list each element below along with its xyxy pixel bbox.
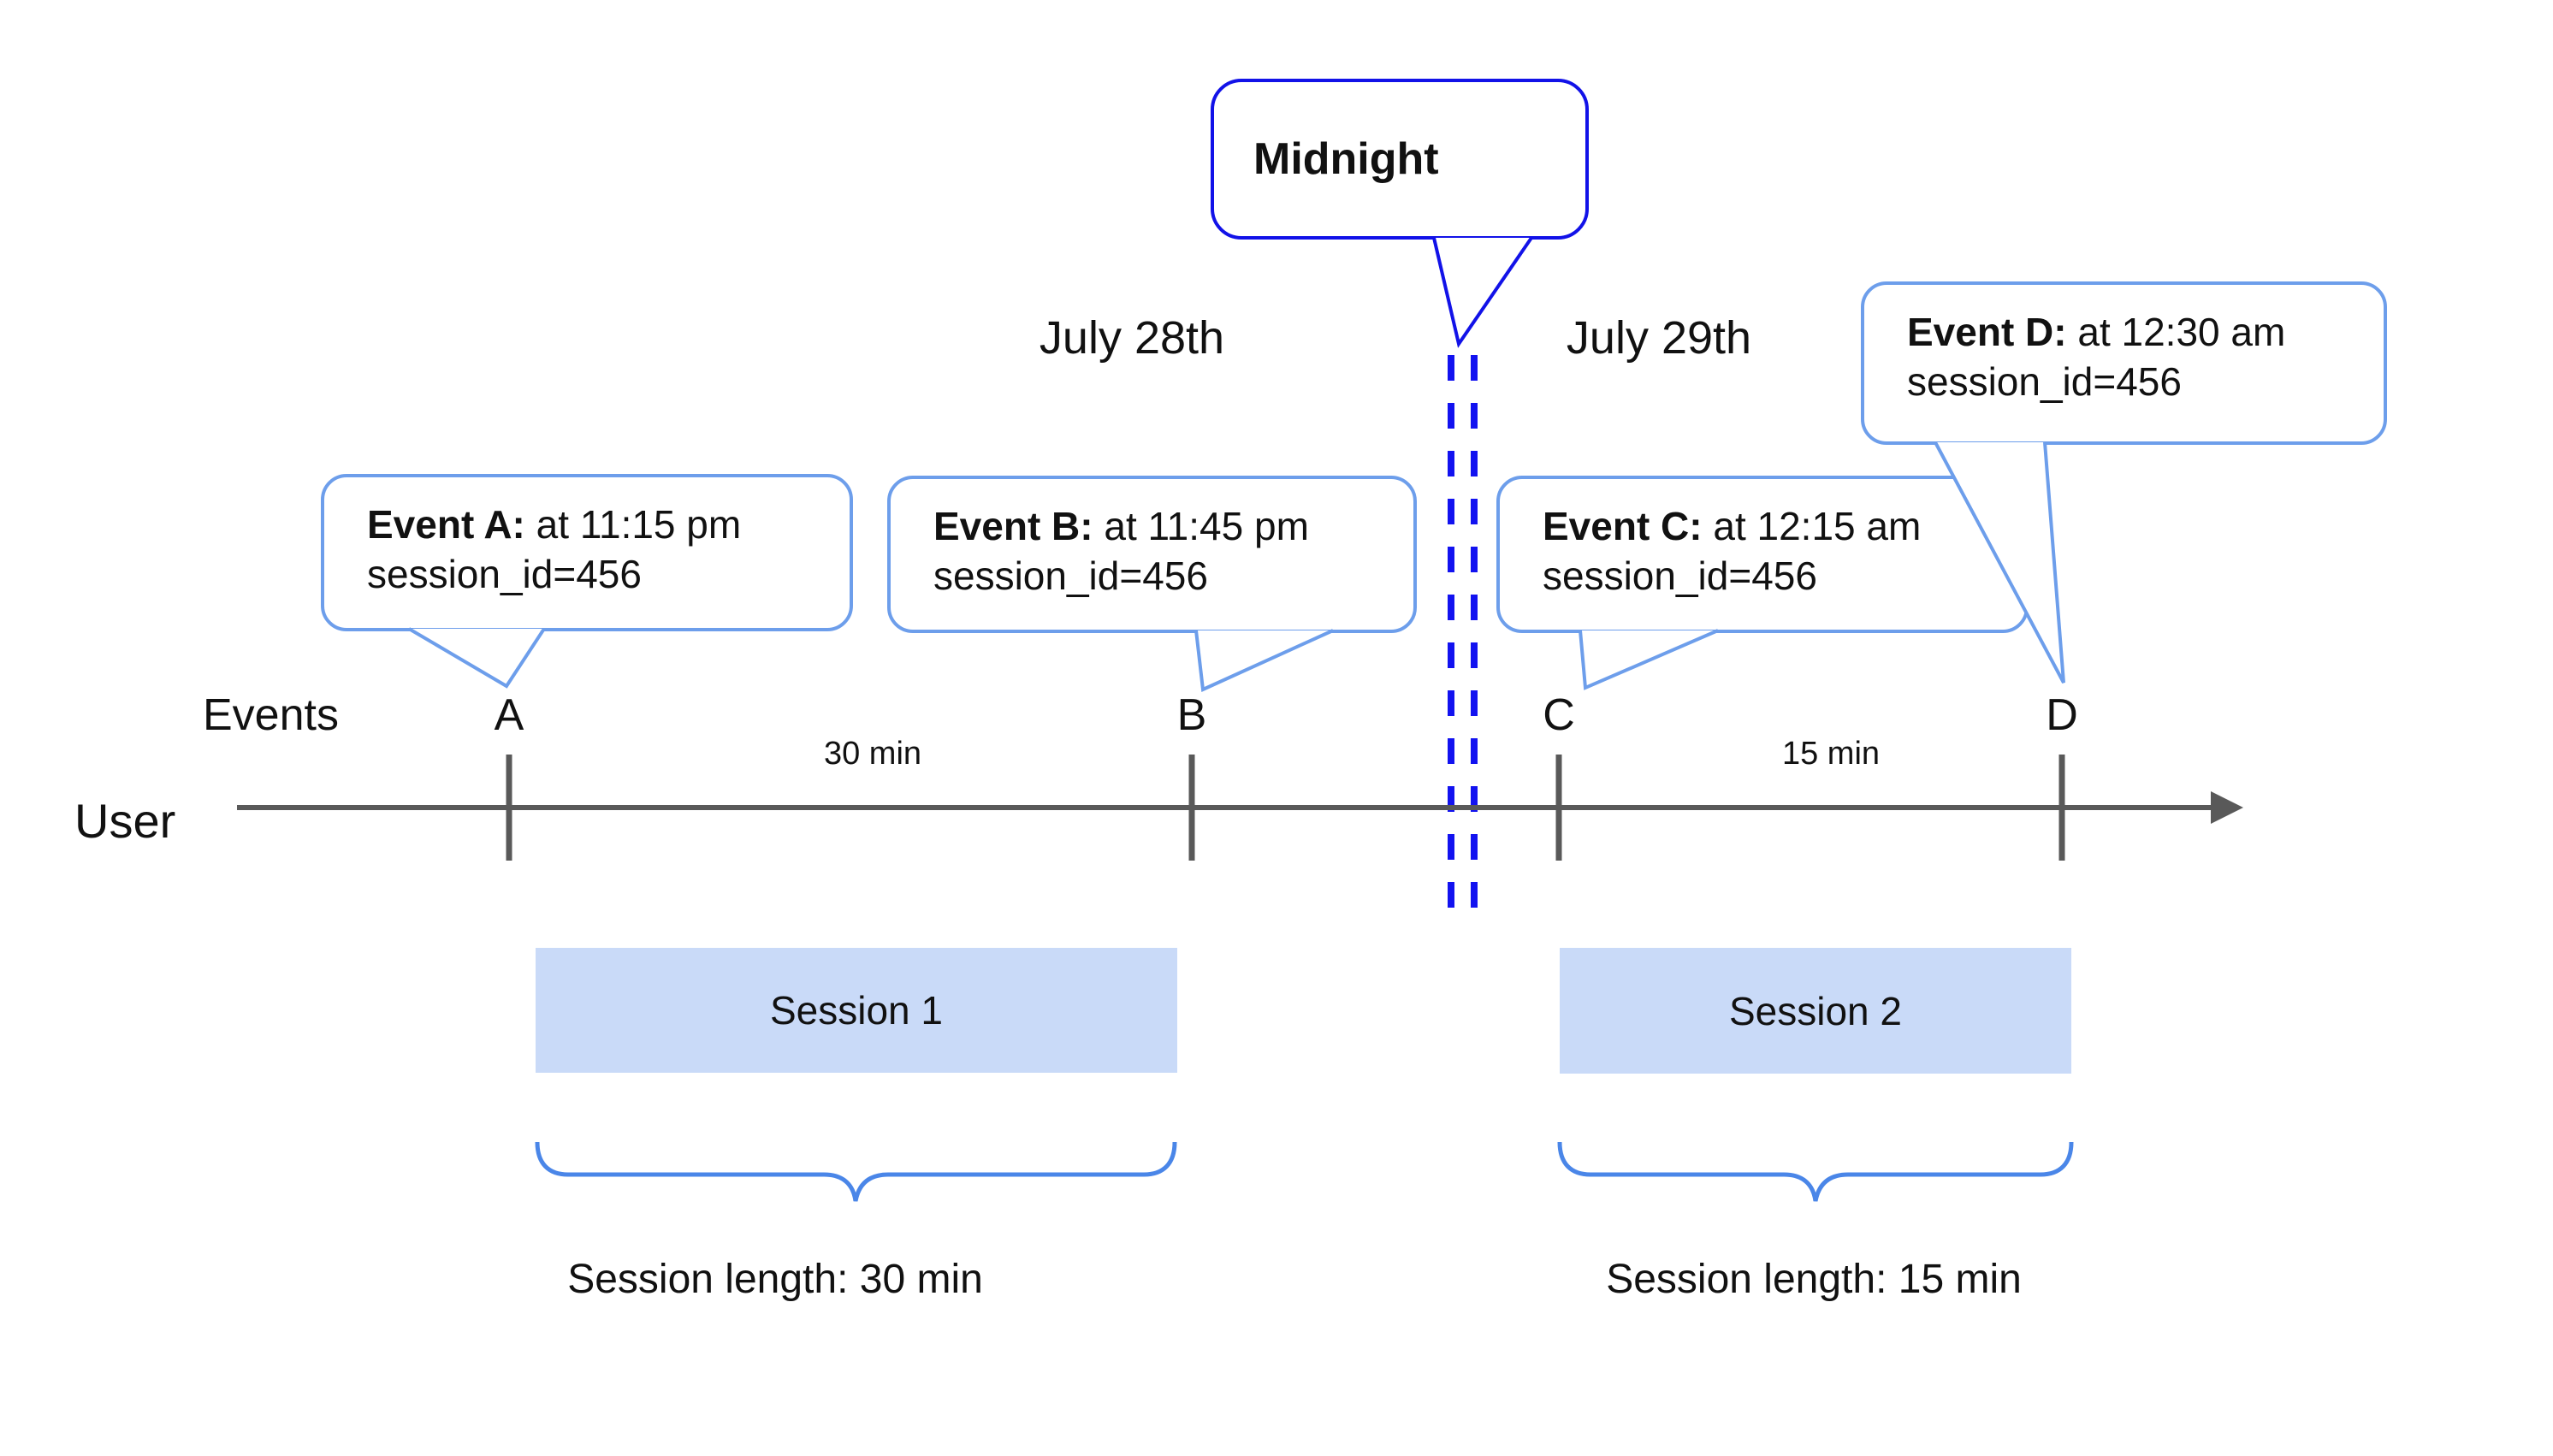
tick-label-a: A — [494, 690, 524, 740]
session-2-box: Session 2 — [1560, 948, 2071, 1074]
midnight-callout: Midnight — [1211, 79, 1589, 240]
event-c-callout: Event C: at 12:15 am session_id=456 — [1496, 476, 2029, 633]
event-c-line2: session_id=456 — [1543, 553, 1817, 598]
events-row-label: Events — [203, 690, 339, 740]
event-b-line1: Event B: at 11:45 pm — [933, 504, 1309, 548]
event-a-line1: Event A: at 11:15 pm — [367, 502, 742, 547]
event-b-callout: Event B: at 11:45 pm session_id=456 — [887, 476, 1417, 633]
event-d-callout: Event D: at 12:30 am session_id=456 — [1861, 281, 2387, 445]
event-a-line2: session_id=456 — [367, 552, 642, 596]
event-d-line1: Event D: at 12:30 am — [1907, 310, 2286, 354]
user-row-label: User — [74, 794, 176, 848]
tick-label-c: C — [1543, 690, 1575, 740]
tick-label-d: D — [2046, 690, 2078, 740]
session-2-label: Session 2 — [1728, 988, 1902, 1033]
event-b-tail — [1194, 629, 1334, 692]
session-1-box: Session 1 — [536, 948, 1177, 1073]
timeline-arrowhead — [2211, 791, 2243, 824]
session-1-label: Session 1 — [769, 988, 943, 1033]
date-label-july-29: July 29th — [1566, 312, 1752, 364]
session-2-length-label: Session length: 15 min — [1606, 1257, 2022, 1302]
event-a-callout: Event A: at 11:15 pm session_id=456 — [321, 474, 853, 631]
session-1-length-label: Session length: 30 min — [567, 1257, 983, 1302]
session1-brace — [535, 1141, 1177, 1202]
tick-label-b: B — [1176, 690, 1207, 740]
date-label-july-28: July 28th — [1039, 312, 1225, 364]
interval-label-15min: 15 min — [1781, 736, 1881, 772]
event-c-tail — [1579, 629, 1719, 690]
event-d-line2: session_id=456 — [1907, 359, 2182, 404]
session2-brace — [1557, 1141, 2074, 1202]
midnight-label: Midnight — [1253, 134, 1439, 184]
event-c-line1: Event C: at 12:15 am — [1543, 504, 1922, 548]
midnight-callout-tail — [1432, 236, 1533, 348]
event-b-line2: session_id=456 — [933, 553, 1208, 598]
interval-label-30min: 30 min — [823, 736, 922, 772]
event-a-tail — [407, 627, 546, 689]
